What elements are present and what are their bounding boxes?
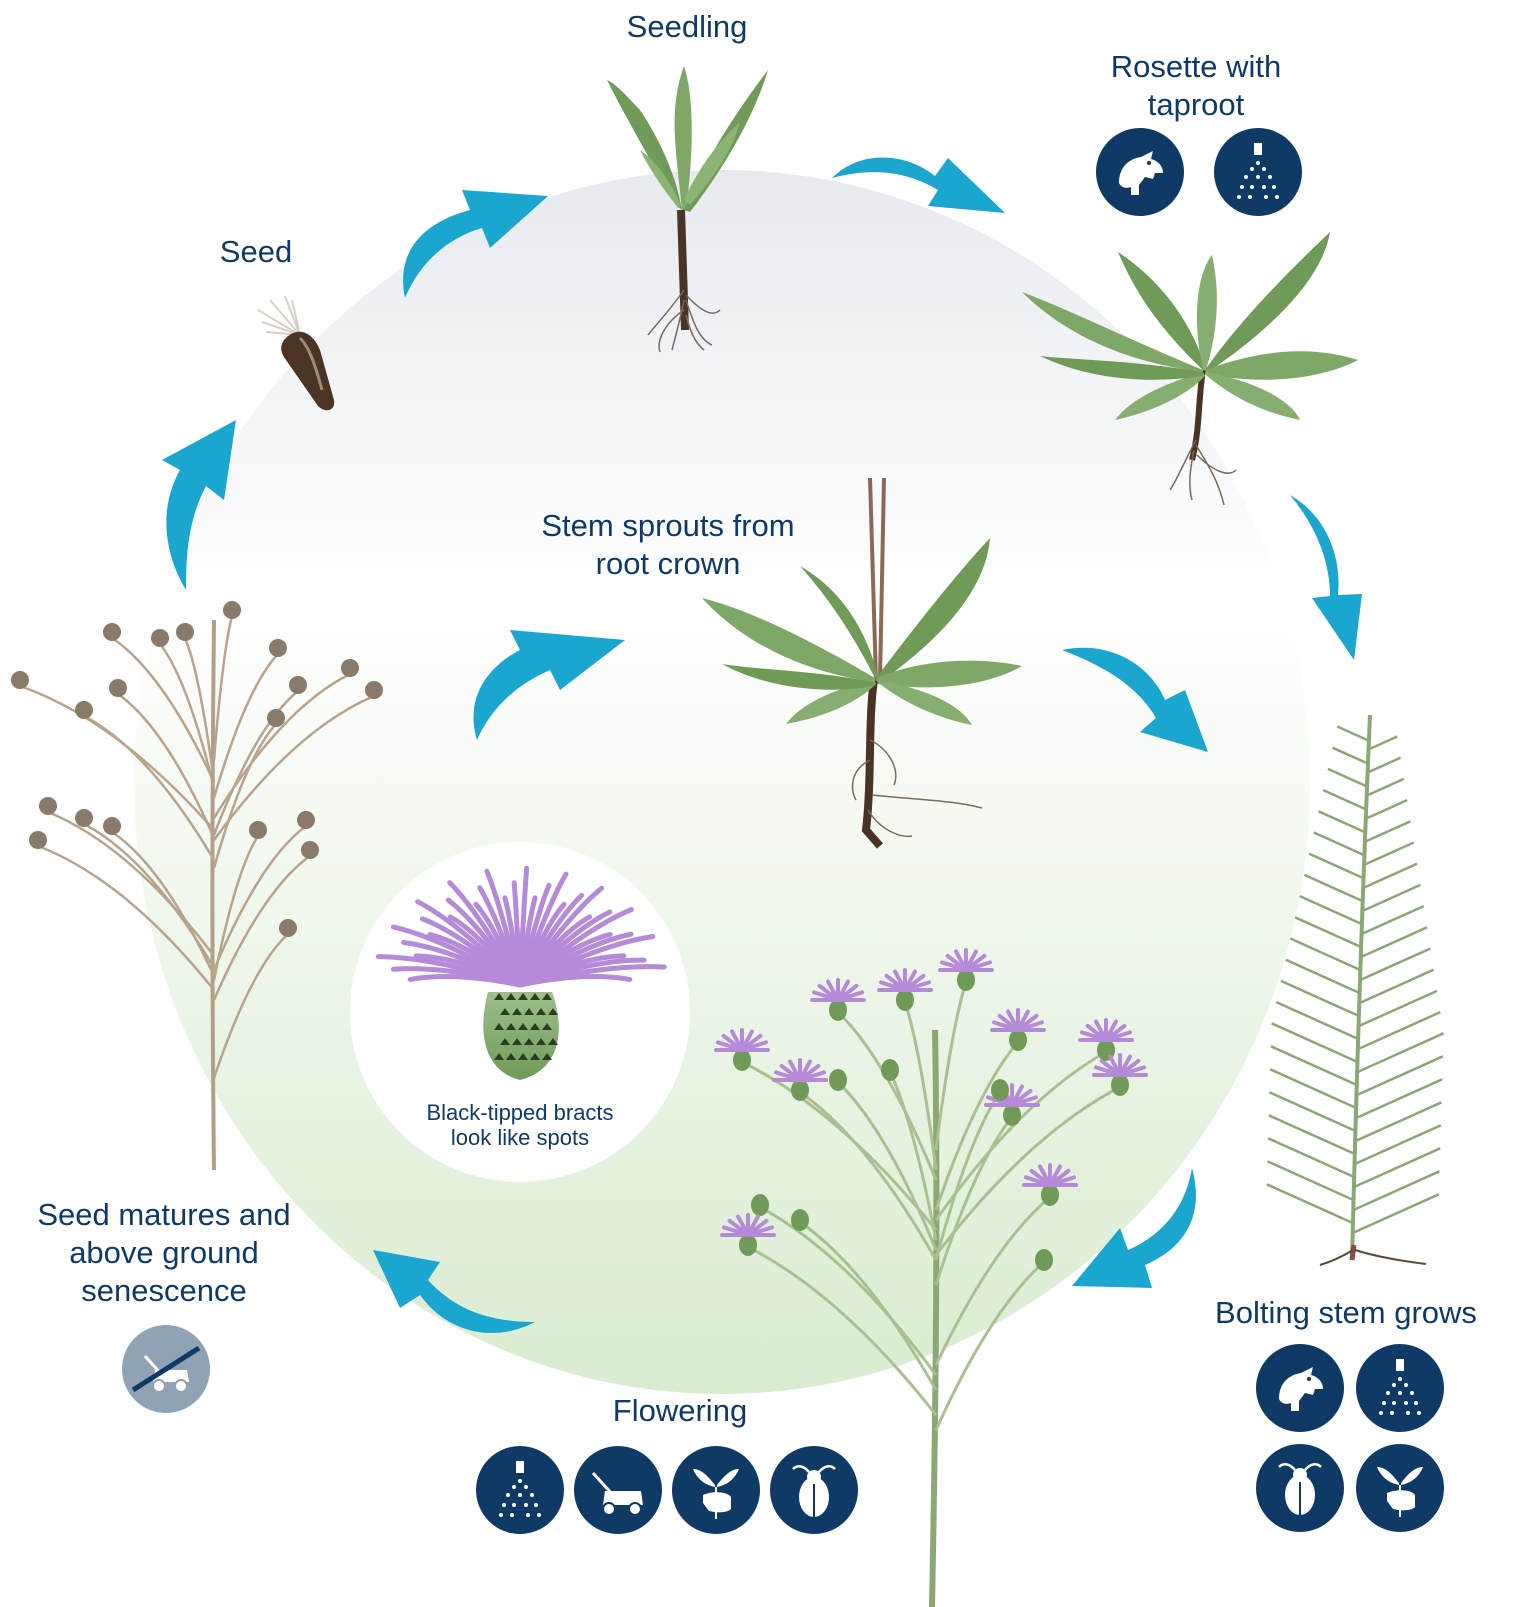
bolting-leaf	[1367, 737, 1397, 751]
spray-icon	[1214, 128, 1302, 216]
bolting-leaf	[1364, 821, 1410, 842]
bolting-leaf	[1358, 1012, 1440, 1049]
bolting-leaf	[1304, 875, 1362, 901]
bolting-leaf	[1271, 1046, 1357, 1085]
bolting-leaf	[1363, 864, 1417, 888]
bolting-leaf	[1314, 833, 1364, 856]
bolting-label: Bolting stem grows	[1186, 1294, 1506, 1332]
bolting-leaf	[1270, 1092, 1356, 1131]
bolting-controls	[1256, 1344, 1444, 1532]
bolting-leaf	[1272, 1023, 1358, 1062]
seedhead	[297, 811, 315, 829]
seedhead	[103, 817, 121, 835]
seedhead	[365, 681, 383, 699]
bolting-leaf	[1362, 906, 1424, 934]
inset-caption-line-2: look like spots	[400, 1125, 640, 1150]
bolting-leaf	[1323, 790, 1365, 809]
bolting-leaf	[1356, 1079, 1442, 1118]
inset-caption-line-1: Black-tipped bracts	[400, 1100, 640, 1125]
beetle-icon	[770, 1446, 858, 1534]
seedhead	[301, 841, 319, 859]
bolting-leaf	[1318, 811, 1364, 832]
stem-sprouts-label: Stem sprouts from root crown	[518, 507, 818, 583]
stem-sprouts-label-line-1: Stem sprouts from	[518, 507, 818, 545]
goat-icon	[1256, 1344, 1344, 1432]
flowering-controls	[476, 1446, 858, 1534]
bolting-leaf	[1355, 1125, 1441, 1164]
bolting-leaf	[1267, 1161, 1353, 1200]
mower-icon	[574, 1446, 662, 1534]
seedhead	[103, 623, 121, 641]
bolting-leaf	[1276, 1002, 1358, 1039]
senescence-label-line-2: above ground	[14, 1234, 314, 1272]
bolting-leaf	[1270, 1069, 1356, 1108]
bolting-leaf	[1333, 748, 1367, 763]
bolting-leaf	[1364, 843, 1414, 866]
seedhead	[289, 676, 307, 694]
senescence-label-line-1: Seed matures and	[14, 1196, 314, 1234]
hand-pull-icon	[672, 1446, 760, 1534]
bolting-leaf	[1359, 991, 1437, 1026]
hand-pull-icon	[1356, 1444, 1444, 1532]
seedhead	[249, 821, 267, 839]
flower-head	[881, 1059, 899, 1081]
seedhead	[11, 671, 29, 689]
senescence-label-line-3: senescence	[14, 1272, 314, 1310]
rosette-label-line-1: Rosette with	[1086, 48, 1306, 86]
bolting-leaf	[1354, 1148, 1440, 1187]
bolting-leaf	[1366, 779, 1404, 796]
bolting-leaf	[1300, 896, 1362, 924]
spray-icon	[1356, 1344, 1444, 1432]
goat-icon	[1096, 128, 1184, 216]
seedling-label: Seedling	[587, 8, 787, 46]
bolting-leaf	[1367, 758, 1401, 773]
seedhead	[279, 919, 297, 937]
seedhead	[223, 601, 241, 619]
senescence-label: Seed matures and above ground senescence	[14, 1196, 314, 1310]
seedhead	[267, 709, 285, 727]
bolting-leaf	[1353, 1194, 1439, 1233]
arrow-rosette-to-bolting	[1290, 495, 1362, 660]
flower-head	[791, 1209, 809, 1231]
flower-head	[829, 1069, 847, 1091]
seedhead	[269, 639, 287, 657]
stem-sprouts-label-line-2: root crown	[518, 545, 818, 583]
seedhead	[75, 809, 93, 827]
bolting-leaf	[1353, 1171, 1439, 1210]
bolting-leaf	[1362, 885, 1420, 911]
spray-icon	[476, 1446, 564, 1534]
inset-caption: Black-tipped bracts look like spots	[400, 1100, 640, 1150]
bolting-leaf	[1295, 917, 1361, 947]
seedhead	[75, 701, 93, 719]
seedhead	[39, 797, 57, 815]
bolting-leaf	[1337, 727, 1367, 741]
rosette-label-line-2: taproot	[1086, 86, 1306, 124]
bolting-leaf	[1328, 769, 1366, 786]
rosette-label: Rosette with taproot	[1086, 48, 1306, 124]
bolting-leaf	[1357, 1056, 1443, 1095]
seedhead	[109, 679, 127, 697]
bolting-leaf	[1356, 1102, 1442, 1141]
flower-head	[751, 1194, 769, 1216]
no-mowing-icon	[122, 1325, 210, 1413]
bolting-leaf	[1267, 1184, 1353, 1223]
bolting-leaf	[1269, 1115, 1355, 1154]
rosette-controls	[1096, 128, 1302, 216]
seedhead	[341, 659, 359, 677]
seed-label: Seed	[196, 233, 316, 271]
bolting-leaf	[1361, 927, 1427, 957]
senescence-controls	[122, 1325, 210, 1413]
seedhead	[176, 623, 194, 641]
bolting-leaf	[1358, 1033, 1444, 1072]
bolting-leaf	[1268, 1138, 1354, 1177]
flower-head	[1035, 1249, 1053, 1271]
bolting-leaf	[1365, 800, 1407, 819]
beetle-icon	[1256, 1444, 1344, 1532]
flowering-label: Flowering	[580, 1392, 780, 1430]
seedhead	[29, 831, 47, 849]
bolting-leaf	[1309, 854, 1363, 878]
seedhead	[151, 629, 169, 647]
flower-head	[991, 1079, 1009, 1101]
